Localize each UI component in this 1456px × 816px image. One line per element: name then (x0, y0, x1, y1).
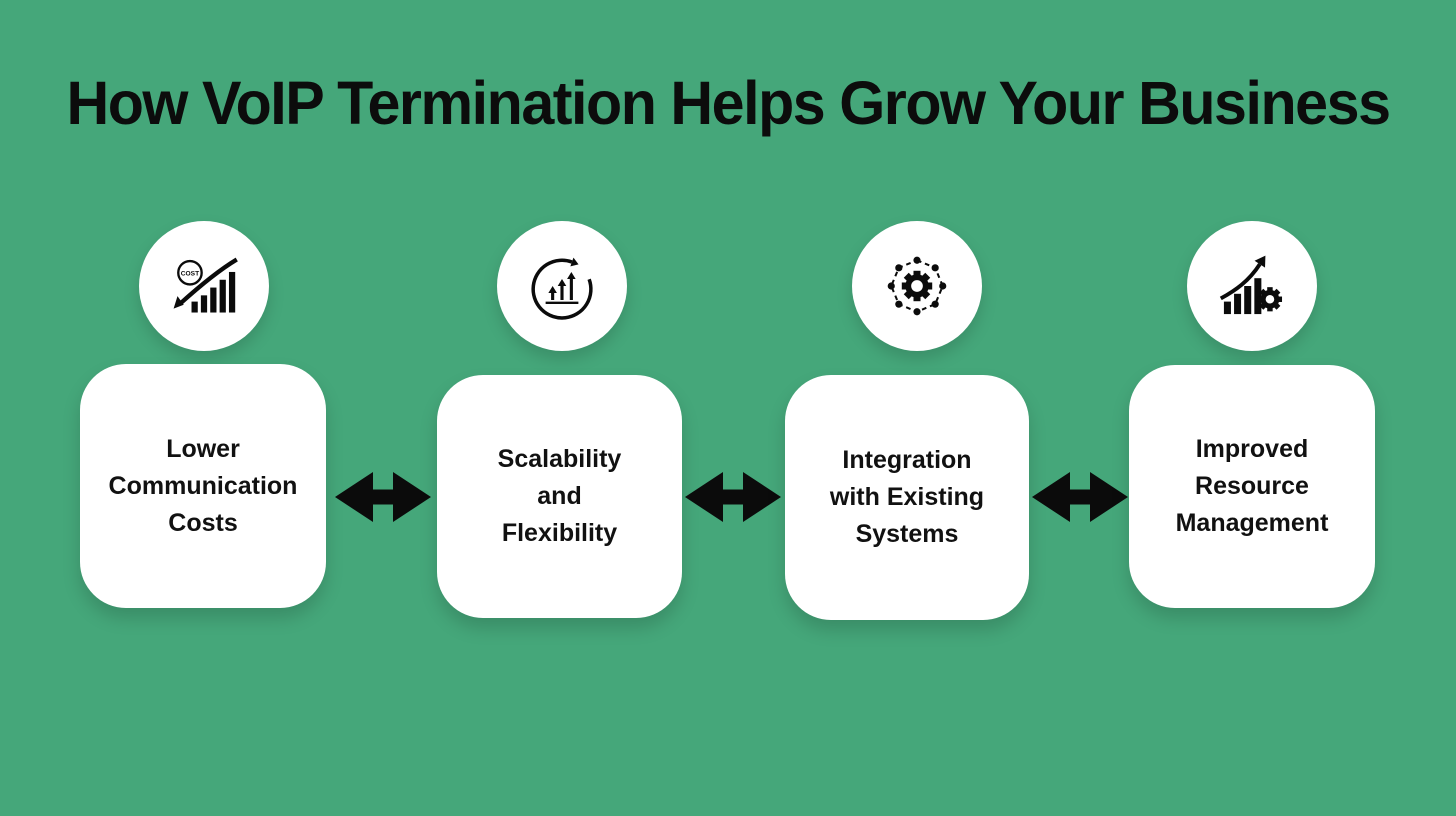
resource-management-icon (1219, 255, 1283, 315)
step-card-improved-resource-management: Improved Resource Management (1129, 365, 1375, 608)
double-arrow-icon (335, 472, 431, 522)
step-card-scalability-and-flexibility: Scalability and Flexibility (437, 375, 682, 618)
card-label-line: Integration (842, 446, 972, 474)
card-label-line: Costs (168, 508, 238, 537)
double-arrow-icon (685, 472, 781, 522)
connector (685, 469, 781, 525)
card-label-line: Scalability (497, 445, 622, 473)
scalability-icon (531, 257, 593, 320)
integration-icon (887, 256, 947, 316)
cost-reduction-icon: COST (173, 257, 238, 313)
step-card-lower-communication-costs: Lower Communication Costs (80, 364, 326, 608)
card-label-line: Communication (108, 471, 298, 500)
cost-badge-label: COST (181, 270, 199, 277)
card-label-line: Resource (1195, 472, 1309, 500)
connector (1032, 469, 1128, 525)
card-label-line: with Existing (829, 483, 985, 511)
card-label-line: Management (1175, 509, 1329, 537)
step-icon-circle (852, 221, 982, 351)
page-title: How VoIP Termination Helps Grow Your Bus… (66, 69, 1391, 137)
step-icon-circle (1187, 221, 1317, 351)
card-label-line: Lower (166, 434, 240, 463)
step-icon-circle (497, 221, 627, 351)
double-arrow-icon (1032, 472, 1128, 522)
card-label-line: Systems (855, 520, 959, 548)
step-card-integration-with-existing-systems: Integration with Existing Systems (785, 375, 1029, 620)
connector (335, 469, 431, 525)
card-label-line: Improved (1195, 435, 1309, 463)
card-label-line: Flexibility (501, 519, 618, 547)
step-icon-circle: COST (139, 221, 269, 351)
card-label-line: and (537, 482, 582, 510)
